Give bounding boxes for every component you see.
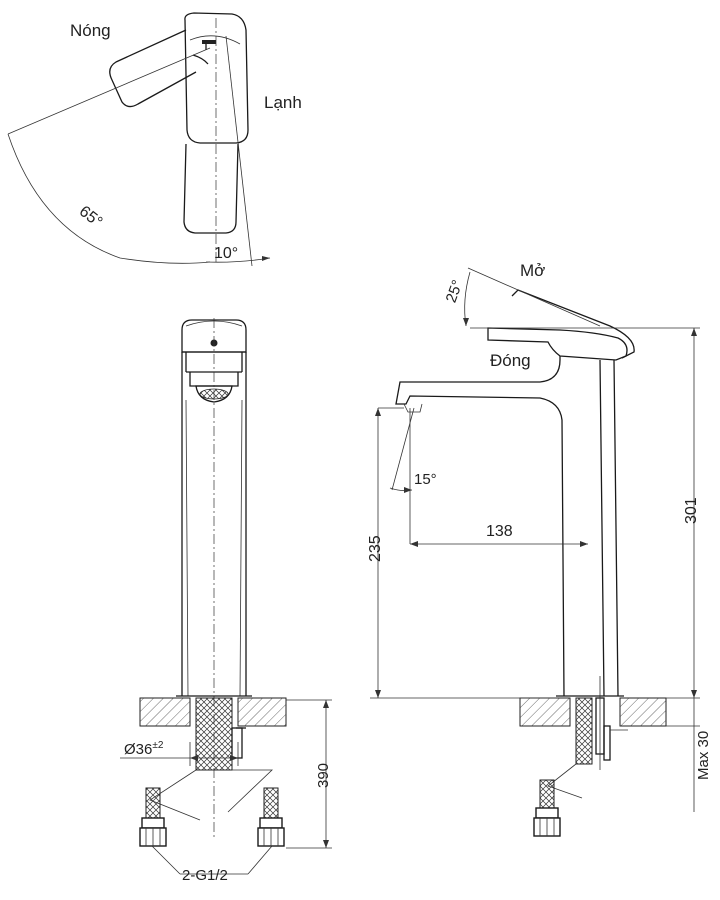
label-closed: Đóng xyxy=(490,351,531,370)
front-hoses xyxy=(195,697,233,771)
front-view-body xyxy=(181,352,247,696)
side-deck-left xyxy=(519,697,571,727)
dim-total-height: 301 xyxy=(683,497,700,524)
label-open: Mở xyxy=(520,261,545,280)
dim-reach: 138 xyxy=(486,523,513,540)
top-view-indicator xyxy=(202,40,216,44)
dim-spout-height: 235 xyxy=(367,535,384,562)
side-view-lever-open xyxy=(511,289,635,359)
side-view-lever-closed xyxy=(487,327,628,361)
side-hose xyxy=(575,697,593,765)
dim-max-deck: Max 30 xyxy=(695,731,712,780)
dim-hose-length: 390 xyxy=(315,763,332,788)
front-view: Ø36±2 390 2-G1/2 xyxy=(120,318,332,884)
front-deck-left xyxy=(139,697,191,727)
side-view-body xyxy=(395,356,619,697)
angle-65-arc xyxy=(7,133,211,264)
label-hot: Nóng xyxy=(70,21,111,40)
angle-25-label: 25° xyxy=(443,278,467,305)
top-view-spout-outline xyxy=(183,143,239,234)
angle-10-label: 10° xyxy=(214,245,238,262)
dim-hole-diameter: Ø36±2 xyxy=(124,740,164,758)
front-view-handle xyxy=(181,319,247,353)
label-cold: Lạnh xyxy=(264,93,302,112)
top-view-body-outline xyxy=(184,12,249,144)
angle-65-label: 65° xyxy=(76,203,106,231)
side-deck-right xyxy=(619,697,667,727)
top-view: Nóng Lạnh 65° 10° xyxy=(7,12,302,267)
side-view: Mở Đóng 25° 15° 138 235 301 Max 30 xyxy=(367,261,712,837)
top-view-lever xyxy=(109,29,197,108)
angle-15-label: 15° xyxy=(414,471,437,488)
front-deck-right xyxy=(237,697,287,727)
label-connection: 2-G1/2 xyxy=(182,867,228,884)
